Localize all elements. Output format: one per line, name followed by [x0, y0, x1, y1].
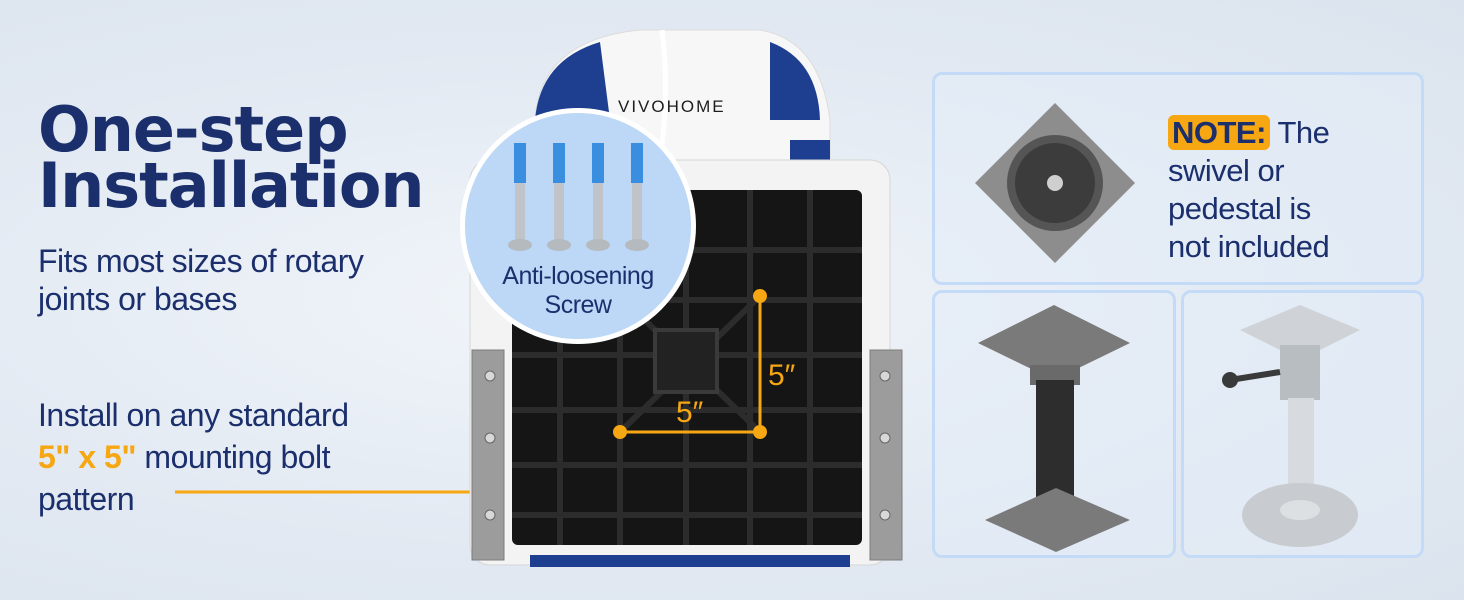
bolt-hole-marker — [753, 425, 767, 439]
subtitle-line-2: joints or bases — [38, 281, 237, 317]
panel-swivel-note — [932, 72, 1424, 285]
adjustable-pedestal-icon — [1222, 305, 1360, 547]
bolt-hole-marker — [613, 425, 627, 439]
install-line-3: pattern — [38, 481, 135, 517]
left-bracket — [471, 349, 505, 561]
note-line-2: swivel or — [1168, 153, 1285, 188]
screw-icon — [508, 143, 649, 251]
screw-label: Anti-loosening Screw — [460, 262, 696, 320]
bolt-pattern-dimensions: 5″ 5″ — [613, 289, 796, 439]
dimension-vertical: 5″ — [768, 359, 796, 392]
subtitle: Fits most sizes of rotary joints or base… — [38, 242, 364, 318]
headline-line-1: One-step — [38, 93, 349, 166]
right-bracket — [869, 349, 903, 561]
install-line-1: Install on any standard — [38, 397, 349, 433]
install-text: Install on any standard 5" x 5" mounting… — [38, 394, 349, 520]
note-tag: NOTE: — [1168, 115, 1270, 150]
subtitle-line-1: Fits most sizes of rotary — [38, 243, 364, 279]
swivel-plate-icon — [975, 103, 1135, 263]
headline-line-2: Installation — [38, 149, 425, 222]
note-text: NOTE: The swivel or pedestal is not incl… — [1168, 114, 1330, 266]
note-line-4: not included — [1168, 229, 1330, 264]
note-line-1: The — [1269, 115, 1330, 150]
pedestal-icon — [978, 305, 1130, 552]
screw-bubble — [460, 108, 696, 344]
seat-trim — [530, 555, 850, 567]
headline: One-step Installation — [38, 93, 425, 222]
install-line-2: mounting bolt — [136, 439, 331, 475]
bolt-hole-marker — [753, 289, 767, 303]
brand-logo: VIVOHOME — [618, 97, 726, 116]
screw-label-line-2: Screw — [544, 291, 612, 319]
dimension-horizontal: 5″ — [676, 396, 704, 429]
bolt-pattern-highlight: 5" x 5" — [38, 439, 137, 475]
screw-label-line-1: Anti-loosening — [502, 262, 654, 290]
note-line-3: pedestal is — [1168, 191, 1311, 226]
